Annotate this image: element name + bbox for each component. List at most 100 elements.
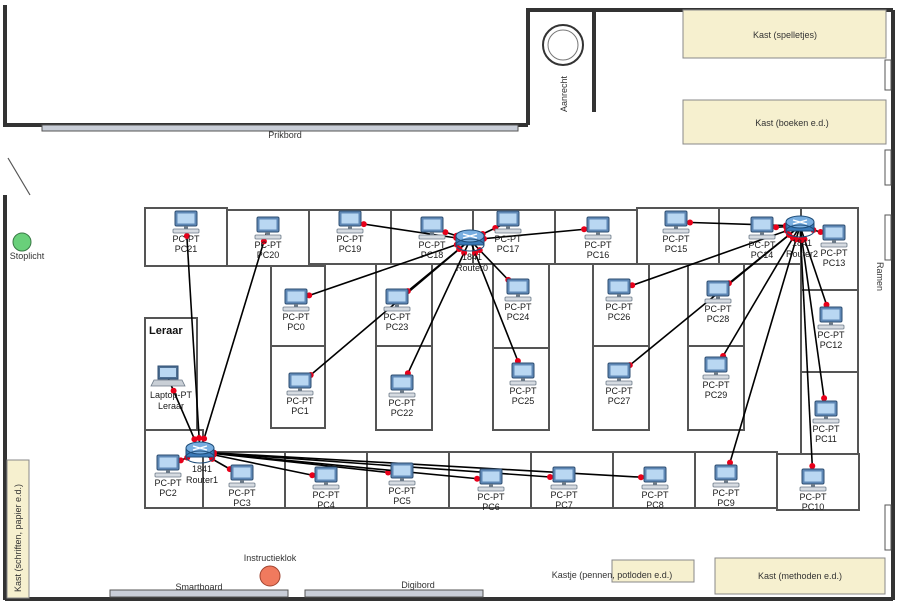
router-icon <box>455 229 485 252</box>
pc-name-label: PC5 <box>393 496 411 506</box>
link-port-dot <box>797 237 804 243</box>
pc-model-label: PC-PT <box>505 302 533 312</box>
teacher-area-label: Leraar <box>149 325 183 337</box>
link-router0-pc19 <box>349 221 471 241</box>
smartboard-label: Smartboard <box>175 582 222 592</box>
router-model-label: 1841 <box>792 238 812 248</box>
pc-model-label: PC-PT <box>585 240 613 250</box>
link-port-dot <box>170 387 177 394</box>
pc-icon <box>312 466 340 490</box>
link-port-dot <box>201 435 208 442</box>
sink-icon <box>542 24 584 66</box>
pc-name-label: PC9 <box>717 498 735 508</box>
link-port-dot <box>823 301 830 308</box>
link-router2-pc11 <box>799 225 827 413</box>
counter-label: Aanrecht <box>559 75 569 112</box>
link-port-dot <box>260 238 267 245</box>
link-port-dot <box>191 436 198 443</box>
pc-name-label: PC13 <box>823 258 846 268</box>
pc-model-label: PC-PT <box>749 240 777 250</box>
pc-name-label: PC24 <box>507 312 530 322</box>
link-port-dot <box>687 219 693 226</box>
pc-name-label: PC7 <box>555 500 573 510</box>
pc-icon <box>477 468 505 492</box>
pc-model-label: PC-PT <box>313 490 341 500</box>
router-name-label: Router2 <box>786 249 818 259</box>
pc-name-label: PC18 <box>421 250 444 260</box>
pc-icon <box>286 372 314 396</box>
pc-model-label: PC-PT <box>173 234 201 244</box>
cabinet-methods <box>714 557 886 595</box>
pc-icon <box>704 280 732 304</box>
link-port-dot <box>196 435 203 441</box>
pc-icon <box>702 356 730 380</box>
pc-model-label: PC-PT <box>478 492 506 502</box>
pc-icon <box>228 464 256 488</box>
pc-icon <box>812 400 840 424</box>
router-name-label: Router0 <box>456 263 488 273</box>
router-name-label: Router1 <box>186 475 218 485</box>
pc-name-label: PC27 <box>608 396 631 406</box>
pc-icon <box>388 462 416 486</box>
laptop-name-label: Leraar <box>158 401 184 411</box>
pc-name-label: PC2 <box>159 488 177 498</box>
window-segment <box>884 59 892 91</box>
pc-model-label: PC-PT <box>663 234 691 244</box>
link-router0-pc16 <box>469 227 599 241</box>
instruction-clock-label: Instructieklok <box>244 553 297 563</box>
whiteboard-label: Digibord <box>401 580 435 590</box>
pc-name-label: PC4 <box>317 500 335 510</box>
room-layer: Prikbord Aanrecht Kast (spelletjes) Kast… <box>3 5 895 601</box>
pc-icon <box>172 210 200 234</box>
pc-model-label: PC-PT <box>495 234 523 244</box>
cabinet-games-label: Kast (spelletjes) <box>753 30 817 40</box>
pinboard-label: Prikbord <box>268 130 302 140</box>
pc-icon <box>748 216 776 240</box>
pc-icon <box>641 466 669 490</box>
router-model-label: 1841 <box>192 464 212 474</box>
pc-icon <box>494 210 522 234</box>
router-icon <box>785 215 815 238</box>
pc-icon <box>817 306 845 330</box>
router-model-label: 1841 <box>462 252 482 262</box>
door-swing <box>7 157 31 196</box>
pc-name-label: PC0 <box>287 322 305 332</box>
window-segment <box>884 149 892 186</box>
pc-icon <box>336 210 364 234</box>
